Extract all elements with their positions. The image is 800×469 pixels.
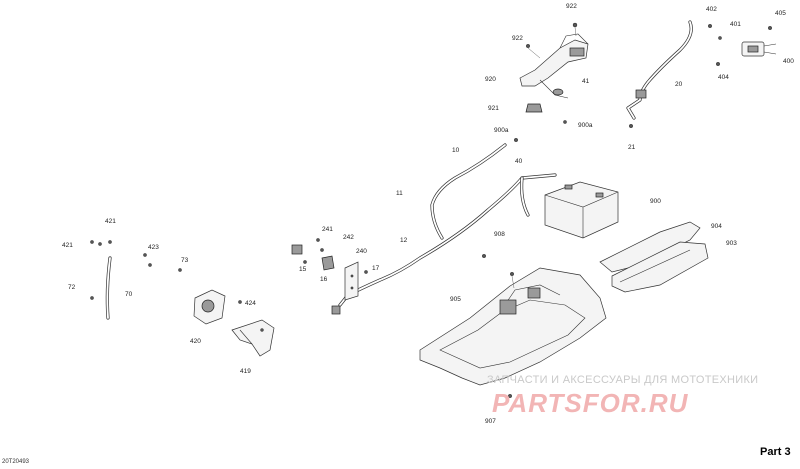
callout-label: 11 xyxy=(396,190,403,197)
callout-label: 401 xyxy=(730,21,741,28)
callout-label: 16 xyxy=(320,276,328,283)
sensor-group xyxy=(291,238,335,271)
callout-label: 920 xyxy=(485,76,496,83)
callout-label: 424 xyxy=(245,300,256,307)
callout-labels: 922 922 402 405 401 400 404 920 41 20 92… xyxy=(62,3,794,425)
callout-label: 421 xyxy=(105,218,116,225)
callout-label: 72 xyxy=(68,284,76,291)
callout-label: 41 xyxy=(582,78,590,85)
pump-420 xyxy=(193,289,242,325)
callout-label: 905 xyxy=(450,296,461,303)
part-reference: Part 3 xyxy=(760,446,791,458)
callout-label: 421 xyxy=(62,242,73,249)
callout-label: 922 xyxy=(512,35,523,42)
hose-10 xyxy=(430,143,507,240)
hose-70 xyxy=(90,240,182,320)
callout-label: 400 xyxy=(783,58,794,65)
bracket-assembly xyxy=(519,22,589,124)
callout-label: 21 xyxy=(628,144,636,151)
callout-label: 420 xyxy=(190,338,201,345)
callout-label: 405 xyxy=(775,10,786,17)
callout-label: 240 xyxy=(356,248,367,255)
callout-label: 908 xyxy=(494,231,505,238)
callout-label: 423 xyxy=(148,244,159,251)
battery-tray-903 xyxy=(611,241,709,293)
callout-label: 10 xyxy=(452,147,460,154)
drawing-code: 20T20493 xyxy=(2,459,30,465)
callout-label: 404 xyxy=(718,74,729,81)
callout-label: 12 xyxy=(400,237,408,244)
callout-label: 40 xyxy=(515,158,523,165)
callout-label: 17 xyxy=(372,265,380,272)
clamps-small xyxy=(514,123,634,142)
callout-label: 900 xyxy=(650,198,661,205)
callout-label: 402 xyxy=(706,6,717,13)
vent-hose-20 xyxy=(626,20,693,120)
callout-label: 904 xyxy=(711,223,722,230)
bracket-419 xyxy=(231,319,275,357)
bracket-240 xyxy=(344,261,368,301)
watermark-tagline: ЗАПЧАСТИ И АКСЕССУАРЫ ДЛЯ МОТОТЕХНИКИ xyxy=(487,374,759,386)
callout-label: 242 xyxy=(343,234,354,241)
callout-label: 922 xyxy=(566,3,577,10)
callout-label: 903 xyxy=(726,240,737,247)
callout-label: 900a xyxy=(578,122,593,129)
battery-base-905 xyxy=(419,253,607,399)
callout-label: 900a xyxy=(494,127,509,134)
callout-label: 15 xyxy=(299,266,307,273)
hose-40 xyxy=(331,173,557,315)
callout-label: 241 xyxy=(322,226,333,233)
battery-900 xyxy=(544,181,619,239)
battery-pad-904 xyxy=(599,221,701,273)
callout-label: 921 xyxy=(488,105,499,112)
callout-label: 419 xyxy=(240,368,251,375)
callout-label: 73 xyxy=(181,257,189,264)
callout-label: 907 xyxy=(485,418,496,425)
solenoid-valve xyxy=(708,24,777,67)
callout-label: 70 xyxy=(125,291,133,298)
watermark-logo: PARTSFOR.RU xyxy=(492,388,689,418)
callout-label: 20 xyxy=(675,81,683,88)
